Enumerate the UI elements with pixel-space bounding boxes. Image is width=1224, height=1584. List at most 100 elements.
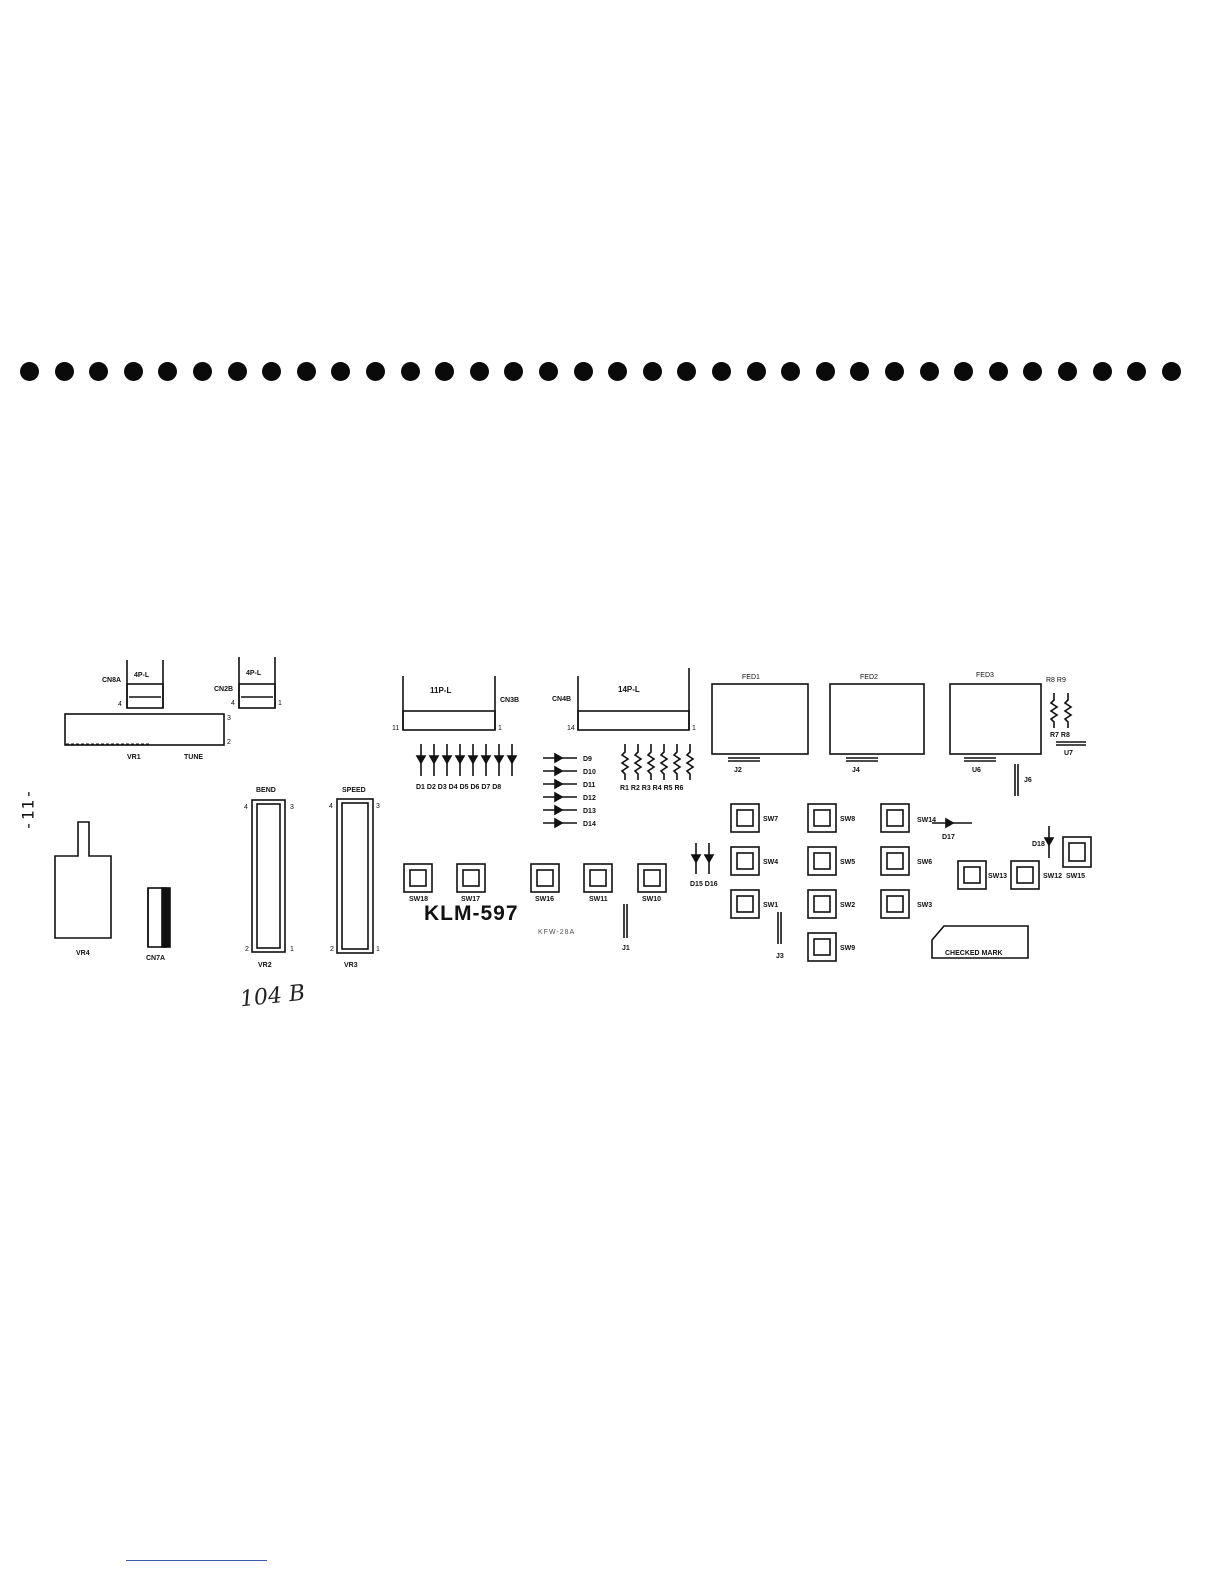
sw8-label: SW8 [840, 816, 855, 823]
vr4-label: VR4 [76, 950, 90, 957]
tact-switch-cap [736, 852, 754, 870]
punch-hole [919, 362, 939, 381]
diode-row-d1-d8 [415, 744, 518, 776]
tact-switch-sw18 [403, 863, 433, 893]
diode-label: D13 [583, 808, 596, 815]
resistor-symbol [646, 744, 656, 780]
vr1-pin-3: 3 [227, 715, 231, 722]
cn3b-type: 11P-L [430, 686, 451, 695]
sw16-label: SW16 [535, 896, 554, 903]
connector-cn7a [147, 887, 171, 948]
punch-hole [262, 362, 282, 381]
punch-hole [781, 362, 801, 381]
jumper-j6 [1014, 764, 1019, 796]
tact-switch-sw11 [583, 863, 613, 893]
diode-label: D9 [583, 756, 592, 763]
sw4-label: SW4 [763, 859, 778, 866]
vr2-slider [251, 799, 286, 953]
tact-switch-sw8 [807, 803, 837, 833]
cn4b-pin-left: 14 [567, 725, 575, 732]
checked-mark-box [931, 925, 1029, 959]
fed3-label: FED3 [976, 672, 994, 679]
tact-switch-sw10 [637, 863, 667, 893]
punch-hole [296, 362, 316, 381]
vr2-pin-3: 3 [290, 804, 294, 811]
sw10-label: SW10 [642, 896, 661, 903]
tact-switch-cap [886, 895, 904, 913]
diode-symbol [428, 755, 440, 765]
tact-switch-sw3 [880, 889, 910, 919]
punch-hole [642, 362, 662, 381]
sw3-label: SW3 [917, 902, 932, 909]
punch-hole [89, 362, 109, 381]
cn2b-pin-right: 1 [278, 700, 282, 707]
u7-label: U7 [1064, 750, 1073, 757]
vr3-pin-1: 1 [376, 946, 380, 953]
d18-label: D18 [1032, 841, 1045, 848]
vr2-label: VR2 [258, 962, 272, 969]
vr3-slider [336, 798, 374, 954]
punch-hole [158, 362, 178, 381]
punch-hole [608, 362, 628, 381]
diode-label: D12 [583, 795, 596, 802]
vr2-caption: BEND [256, 787, 276, 794]
vr1-pin-2: 2 [227, 739, 231, 746]
diode-label: D14 [583, 821, 596, 828]
tact-switch-cap [813, 895, 831, 913]
tact-switch-cap [963, 866, 981, 884]
tact-switch-cap [886, 852, 904, 870]
punch-hole [54, 362, 74, 381]
punch-hole [815, 362, 835, 381]
cn2b-pin-left: 4 [231, 700, 235, 707]
sw17-label: SW17 [461, 896, 480, 903]
vr3-pin-3: 3 [376, 803, 380, 810]
vr3-pin-4: 4 [329, 803, 333, 810]
cn3b-pin-left: 11 [392, 725, 399, 732]
tact-switch-sw9 [807, 932, 837, 962]
tact-switch-cap [536, 869, 554, 887]
diode-symbol [441, 755, 453, 765]
diode-symbol [467, 755, 479, 765]
bottom-rule [126, 1560, 267, 1561]
sw11-label: SW11 [589, 896, 608, 903]
tact-switch-cap [813, 852, 831, 870]
checked-mark-label: CHECKED MARK [945, 950, 1003, 957]
punch-hole [746, 362, 766, 381]
vr1-tune-label: TUNE [184, 754, 203, 761]
diode-symbol [415, 755, 427, 765]
tact-switch-sw4 [730, 846, 760, 876]
punch-hole [988, 362, 1008, 381]
resistor-symbol [633, 744, 643, 780]
vr2-pin-2: 2 [245, 946, 249, 953]
connector-cn2b [238, 657, 276, 709]
resistor-symbol [620, 744, 630, 780]
vr3-caption: SPEED [342, 787, 366, 794]
sw14-label: SW14 [917, 817, 936, 824]
tact-switch-sw16 [530, 863, 560, 893]
sw5-label: SW5 [840, 859, 855, 866]
cn4b-type: 14P-L [618, 685, 640, 694]
j6-label: J6 [1024, 777, 1032, 784]
punch-hole [539, 362, 558, 381]
resistor-symbol [659, 744, 669, 780]
diode-symbol [554, 791, 564, 803]
cn4b-label: CN4B [552, 696, 571, 703]
j3-label: J3 [776, 953, 784, 960]
tact-switch-cap [813, 809, 831, 827]
fed2-label: FED2 [860, 674, 878, 681]
display-fed2 [829, 683, 925, 762]
sw15-label: SW15 [1066, 873, 1085, 880]
punch-hole [1127, 362, 1147, 381]
resistors-r7-r8 [1049, 693, 1086, 746]
tact-switch-sw1 [730, 889, 760, 919]
resistor-symbol [672, 744, 682, 780]
tact-switch-sw17 [456, 863, 486, 893]
jumper-j3 [777, 912, 782, 944]
punch-hole [366, 362, 385, 381]
tact-switch-sw5 [807, 846, 837, 876]
punch-hole-strip [0, 355, 1224, 389]
